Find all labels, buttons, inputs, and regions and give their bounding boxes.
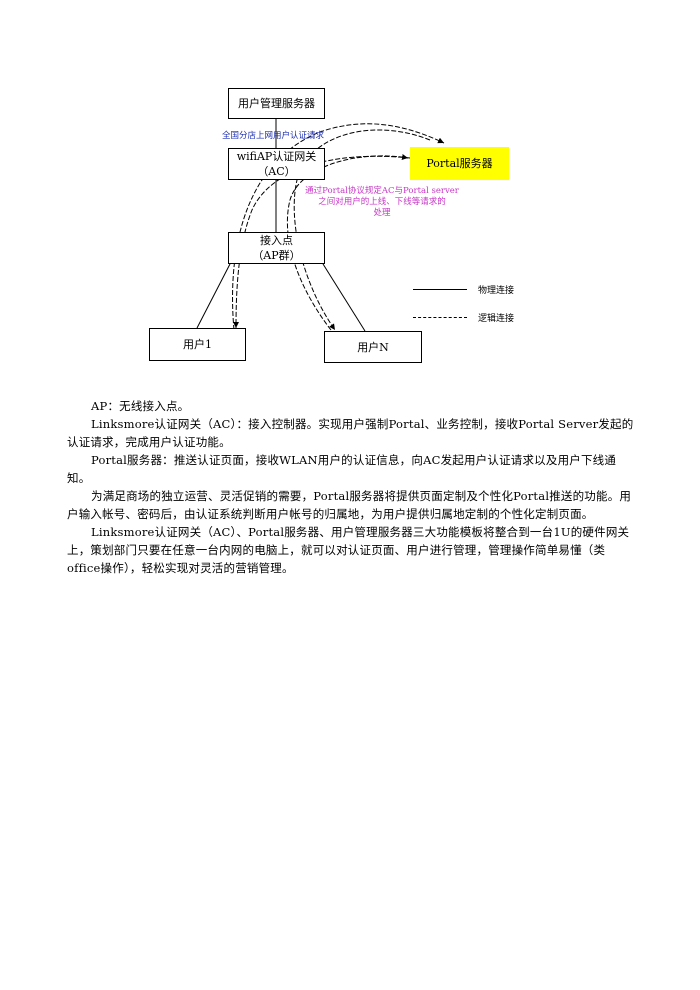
userN-box: 用户N <box>324 331 422 363</box>
link-ap-userN <box>322 263 366 332</box>
paragraph-integration: Linksmore认证网关（AC）、Portal服务器、用户管理服务器三大功能模… <box>67 525 630 575</box>
logical-curve-portal-user1 <box>233 155 411 329</box>
logical-curve-portal-userN <box>293 129 431 331</box>
paragraph-portal: Portal服务器：推送认证页面，接收WLAN用户的认证信息，向AC发起用户认证… <box>67 453 617 485</box>
user1-box: 用户1 <box>149 328 246 361</box>
paragraph-marketing: 为满足商场的独立运营、灵活促销的需要，Portal服务器将提供页面定制及个性化P… <box>67 489 632 521</box>
ac-gateway-box: wifiAP认证网关 （AC） <box>228 148 325 180</box>
access-point-box: 接入点 （AP群） <box>228 232 325 264</box>
legend-logical-line <box>413 317 467 318</box>
legend-logical-label: 逻辑连接 <box>478 314 515 324</box>
user-mgmt-server-label: 用户管理服务器 <box>238 97 315 110</box>
portal-protocol-note: 通过Portal协议规定AC与Portal server 之间对用户的上线、下线… <box>302 186 462 219</box>
legend-physical-line <box>413 289 467 290</box>
userN-label: 用户N <box>357 340 389 354</box>
link-ap-user1 <box>196 263 231 329</box>
access-point-label-2: （AP群） <box>252 249 301 262</box>
paragraph-ac: Linksmore认证网关（AC）：接入控制器。实现用户强制Portal、业务控… <box>67 417 634 449</box>
paragraph-ap: AP：无线接入点。 <box>91 399 190 413</box>
ac-gateway-label-2: （AC） <box>257 165 296 178</box>
request-label: 全国分店上网用户认证请求 <box>222 131 325 141</box>
portal-server-box: Portal服务器 <box>410 147 509 180</box>
portal-note-line-2: 之间对用户的上线、下线等请求的 <box>318 197 446 207</box>
logical-curve-userN-portal <box>286 154 409 331</box>
access-point-label-1: 接入点 <box>260 234 293 247</box>
portal-note-line-1: 通过Portal协议规定AC与Portal server <box>305 186 459 196</box>
document-body: AP：无线接入点。 Linksmore认证网关（AC）：接入控制器。实现用户强制… <box>67 397 635 577</box>
user1-label: 用户1 <box>183 338 212 351</box>
portal-note-line-3: 处理 <box>373 208 391 218</box>
user-mgmt-server-box: 用户管理服务器 <box>228 88 325 119</box>
ac-gateway-label-1: wifiAP认证网关 <box>236 150 317 163</box>
portal-server-label: Portal服务器 <box>426 157 493 170</box>
legend-physical-label: 物理连接 <box>478 286 515 296</box>
